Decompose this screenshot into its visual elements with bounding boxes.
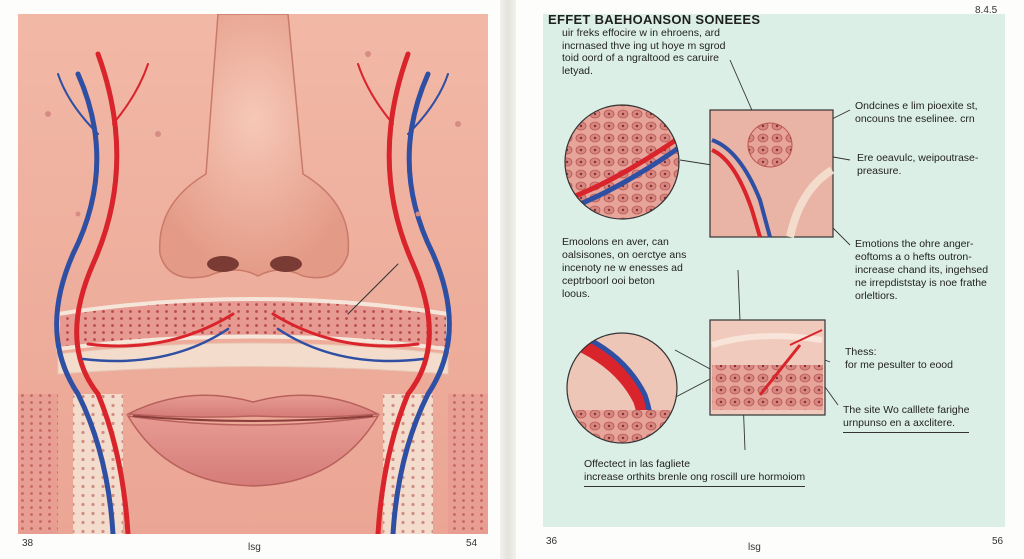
book-gutter (500, 0, 516, 559)
left-footer-label: lsg (248, 542, 261, 553)
note-lower-right-b: The site Wo calllete farighe urnpunso en… (843, 404, 970, 433)
note-left-mid: Emoolons en aver, can oalsisones, on oer… (562, 236, 687, 300)
intro-paragraph: uir freks effocire w in ehroens, ard inc… (562, 27, 726, 77)
note-lower-right-a: Thess: for me pesulter to eood (845, 346, 953, 371)
note-top-right: Ondcines e lim pioexite st, oncouns tne … (855, 100, 978, 125)
section-number: 8.4.5 (975, 5, 998, 16)
note-mid-right: Ere oeavulc, weipoutrase- preasure. (857, 152, 979, 177)
right-folio-right: 56 (992, 536, 1004, 547)
left-page-number: 38 (22, 538, 34, 549)
left-folio-right: 54 (466, 538, 478, 549)
note-bottom: Offectect in las fagliete increase orthi… (584, 458, 806, 487)
note-right-mid: Emotions the ohre anger- eoftoms a o hef… (855, 238, 989, 302)
anatomy-drawing (18, 14, 488, 534)
right-page-number: 36 (546, 536, 558, 547)
right-footer-label: lsg (748, 542, 761, 553)
nose-lips-illustration (18, 14, 488, 534)
page-heading: EFFET BAEHOANSON SONEEES (548, 12, 761, 27)
